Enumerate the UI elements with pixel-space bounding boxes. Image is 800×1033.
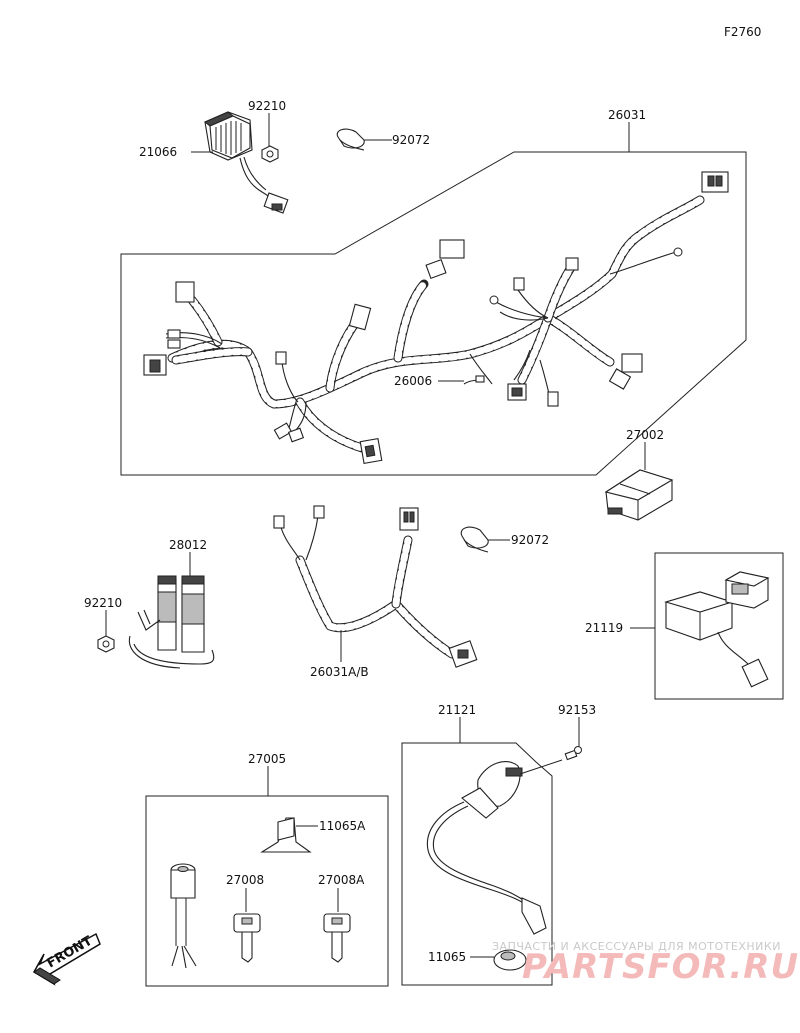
connector-top-right	[701, 171, 729, 193]
watermark-caption: ЗАПЧАСТИ И АКСЕССУАРЫ ДЛЯ МОТОТЕХНИКИ	[492, 940, 781, 953]
label-27008: 27008	[226, 873, 264, 887]
label-92072-top: 92072	[392, 133, 430, 147]
label-28012: 28012	[169, 538, 207, 552]
sub-harness-26031ab[interactable]	[273, 505, 478, 668]
label-26006: 26006	[394, 374, 432, 388]
regulator-rectifier-21066[interactable]	[204, 111, 289, 214]
box-27005	[145, 795, 389, 987]
label-27008a: 27008A	[318, 873, 365, 887]
connector-26006[interactable]	[463, 375, 485, 385]
band-clamp-92072-mid[interactable]	[460, 526, 510, 553]
cap-11065a[interactable]	[260, 817, 312, 853]
nut-92210-top[interactable]	[261, 145, 279, 163]
cdi-unit-21119[interactable]	[664, 571, 770, 688]
front-direction-arrow: FRONT	[32, 932, 101, 986]
main-wire-harness-26031[interactable]	[143, 171, 729, 465]
label-21121: 21121	[438, 703, 476, 717]
nut-92210-left[interactable]	[97, 635, 115, 653]
figure-code: F2760	[724, 25, 761, 39]
front-label: FRONT	[45, 934, 96, 972]
key-27008a[interactable]	[323, 913, 351, 963]
ignition-unit-28012[interactable]	[128, 575, 215, 669]
label-11065a: 11065A	[319, 819, 366, 833]
label-26031: 26031	[608, 108, 646, 122]
band-clamp-92072-top[interactable]	[336, 128, 392, 151]
box-21121	[401, 742, 553, 986]
screw-92153[interactable]	[564, 746, 582, 761]
label-92210-top: 92210	[248, 99, 286, 113]
label-21066: 21066	[139, 145, 177, 159]
key-27008[interactable]	[233, 913, 261, 963]
watermark-logo: PARTSFOR.RU	[522, 947, 799, 987]
connector-27002[interactable]	[604, 469, 674, 521]
ignition-switch[interactable]	[170, 863, 197, 969]
label-92153: 92153	[558, 703, 596, 717]
label-27002: 27002	[626, 428, 664, 442]
label-27005: 27005	[248, 752, 286, 766]
label-92072-mid: 92072	[511, 533, 549, 547]
label-92210-left: 92210	[84, 596, 122, 610]
cap-11065[interactable]	[493, 949, 527, 971]
label-11065: 11065	[428, 950, 466, 964]
ignition-coil-21121[interactable]	[426, 759, 563, 935]
harness-box-26031	[120, 151, 747, 476]
box-21119	[654, 552, 784, 700]
label-26031ab: 26031A/B	[310, 665, 369, 679]
label-21119: 21119	[585, 621, 623, 635]
